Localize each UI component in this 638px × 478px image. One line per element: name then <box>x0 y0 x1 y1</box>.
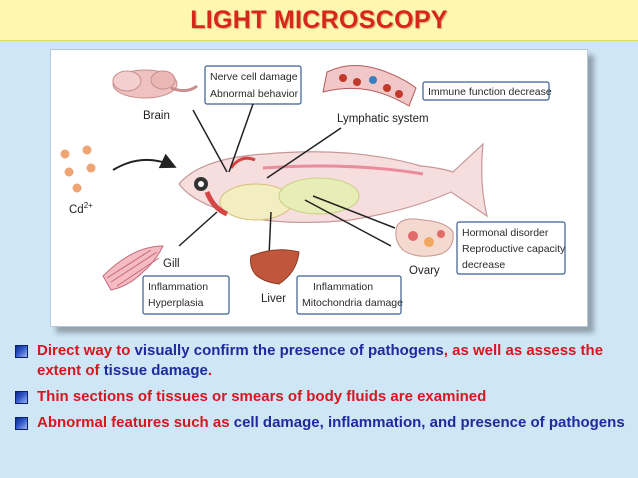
bullet-segment: cell damage, inflammation, and presence … <box>233 414 625 431</box>
hormonal-box: Hormonal disorder Reproductive capacity … <box>456 221 566 275</box>
liver-effects-box: Inflammation Mitochondria damage <box>296 275 403 315</box>
gill-effect-1: Inflammation <box>148 281 208 293</box>
immune-box: Immune function decrease <box>422 81 552 101</box>
bullet-segment: . <box>207 362 213 379</box>
brain-effect-2: Abnormal behavior <box>210 88 299 100</box>
bullet-square-icon <box>15 345 28 358</box>
brain-effects-box: Nerve cell damage Abnormal behavior <box>204 65 302 105</box>
hormonal-effect-3: decrease <box>462 259 505 271</box>
bullet-text: Abnormal features such as cell damage, i… <box>37 413 627 433</box>
bullet-item: Thin sections of tissues or smears of bo… <box>15 387 627 407</box>
lymphatic-label: Lymphatic system <box>337 113 429 125</box>
exposure-arrow <box>112 153 177 171</box>
bullet-item: Abnormal features such as cell damage, i… <box>15 413 627 433</box>
immune-effect: Immune function decrease <box>428 86 552 98</box>
bullet-segment: visually confirm the presence of pathoge… <box>134 342 444 359</box>
brain-effect-1: Nerve cell damage <box>210 71 298 83</box>
lymphatic-illustration <box>322 65 417 107</box>
gill-effect-2: Hyperplasia <box>148 297 204 309</box>
cadmium-symbol: Cd <box>69 204 84 216</box>
bullet-text: Thin sections of tissues or smears of bo… <box>37 387 627 407</box>
brain-illustration <box>112 69 198 99</box>
figure-canvas: Brain Nerve cell damage Abnormal behavio… <box>60 65 566 315</box>
bullet-segment: Thin sections of tissues or smears of bo… <box>37 388 487 405</box>
bullet-square-icon <box>15 391 28 404</box>
hormonal-effect-2: Reproductive capacity <box>462 243 566 255</box>
bullet-segment: Abnormal features such as <box>37 414 234 431</box>
liver-effect-2: Mitochondria damage <box>302 297 403 309</box>
brain-label: Brain <box>143 110 170 122</box>
gill-label: Gill <box>163 258 180 270</box>
slide-title: LIGHT MICROSCOPY <box>190 5 448 34</box>
ovary-illustration <box>395 218 454 257</box>
ovary-label: Ovary <box>409 265 440 277</box>
gill-effects-box: Inflammation Hyperplasia <box>142 275 230 315</box>
cadmium-label: Cd2+ <box>69 201 93 216</box>
gill-illustration <box>102 245 164 291</box>
bullet-text: Direct way to visually confirm the prese… <box>37 341 627 381</box>
cadmium-charge: 2+ <box>84 201 93 210</box>
bullet-square-icon <box>15 417 28 430</box>
liver-label: Liver <box>261 293 286 305</box>
bullet-segment: tissue damage <box>103 362 208 379</box>
bullet-item: Direct way to visually confirm the prese… <box>15 341 627 381</box>
connector-lines <box>178 103 396 257</box>
hormonal-effect-1: Hormonal disorder <box>462 227 549 239</box>
zebrafish-illustration <box>178 142 488 224</box>
cadmium-particles <box>60 145 96 193</box>
bullet-segment: , as well as assess the extent of <box>37 342 604 379</box>
title-bar: LIGHT MICROSCOPY <box>0 0 638 41</box>
zebrafish-cadmium-figure: Brain Nerve cell damage Abnormal behavio… <box>50 49 588 327</box>
liver-illustration <box>250 249 300 285</box>
liver-effect-1: Inflammation <box>313 281 373 293</box>
bullet-list: Direct way to visually confirm the prese… <box>15 341 627 439</box>
bullet-segment: Direct way to <box>37 342 135 359</box>
